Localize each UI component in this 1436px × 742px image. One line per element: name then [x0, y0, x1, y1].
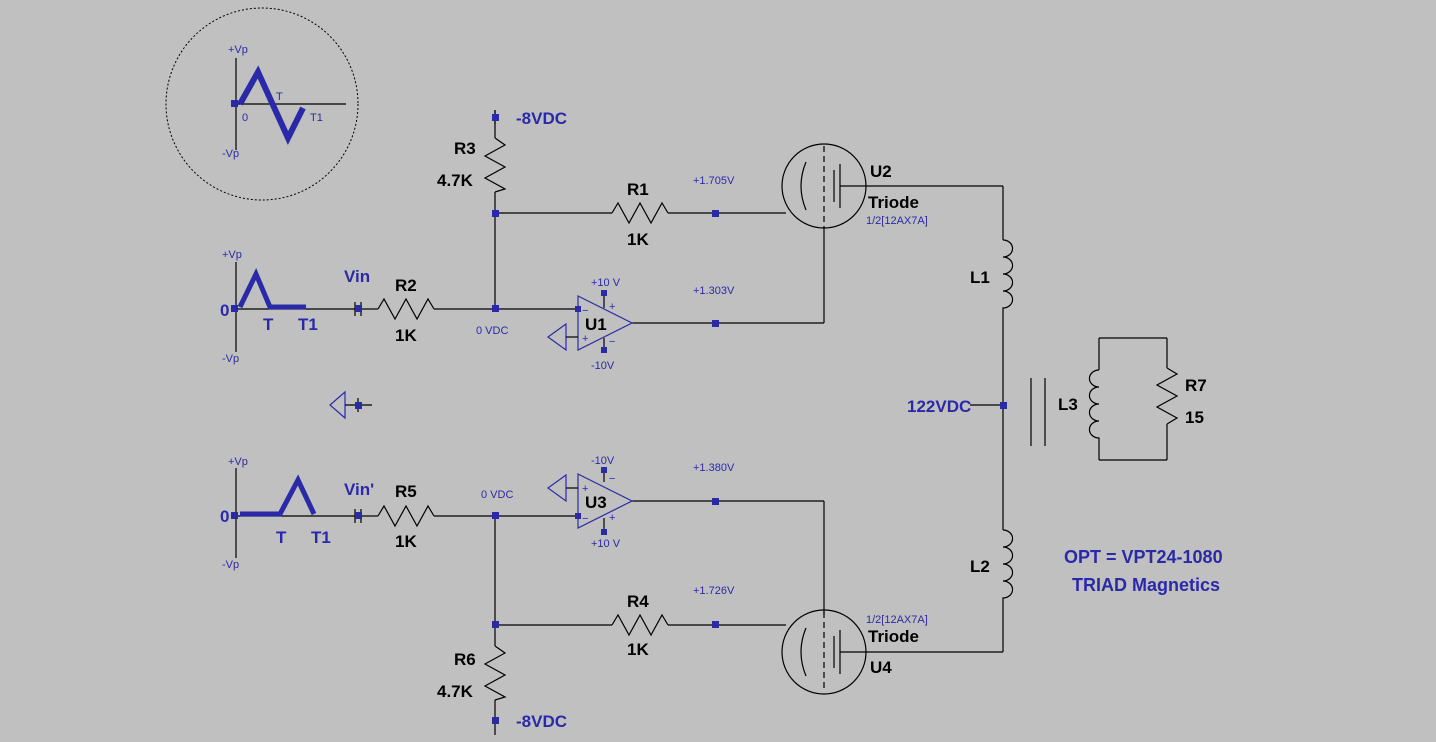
r2-name: R2	[395, 276, 417, 295]
voltage-probes: +1.705V +1.303V 0 VDC 0 VDC +1.380V +1.7…	[476, 175, 735, 597]
r4-name: R4	[627, 592, 649, 611]
junction-dots	[492, 210, 719, 628]
vin2-minus-label: -Vp	[222, 559, 239, 571]
r7-value: 15	[1185, 408, 1204, 427]
wires-top	[362, 110, 1004, 530]
u1-name: U1	[585, 315, 607, 334]
b-plus-label: 122VDC	[907, 397, 971, 416]
resistor-r6: R6 4.7K	[437, 645, 507, 701]
r3-name: R3	[454, 139, 476, 158]
u4-name: U4	[870, 658, 892, 677]
inductor-l1: L1	[970, 239, 1014, 310]
svg-text:+: +	[582, 483, 588, 495]
vin-zero-label: 0	[220, 301, 229, 320]
svg-text:+: +	[609, 512, 615, 524]
probe-u1-out: +1.303V	[693, 285, 735, 297]
u2-type: Triode	[868, 193, 919, 212]
u4-type: Triode	[868, 627, 919, 646]
resistor-r2: R2 1K	[377, 276, 435, 345]
l2-name: L2	[970, 557, 990, 576]
u1-vplus: +10 V	[591, 277, 621, 289]
net-label-vin: Vin	[344, 267, 370, 286]
vin2-zero-label: 0	[220, 507, 229, 526]
u3-name: U3	[585, 493, 607, 512]
input-ports: Vin Vin'	[329, 267, 374, 523]
vin-plus-label: +Vp	[222, 249, 242, 261]
resistor-r3: R3 4.7K	[437, 137, 507, 193]
triode-u4: 1/2[12AX7A] Triode U4	[781, 609, 928, 695]
r1-name: R1	[627, 180, 649, 199]
vin2-t-label: T	[276, 528, 287, 547]
net-label-vin-prime: Vin'	[344, 480, 374, 499]
r3-value: 4.7K	[437, 171, 474, 190]
probe-top-grid: +1.705V	[693, 175, 735, 187]
u2-name: U2	[870, 162, 892, 181]
svg-text:−: −	[582, 513, 588, 525]
r5-value: 1K	[395, 532, 417, 551]
r5-name: R5	[395, 482, 417, 501]
note-line-1: OPT = VPT24-1080	[1064, 547, 1223, 567]
probe-u3-in: 0 VDC	[481, 489, 513, 501]
ground-symbol-left	[329, 390, 372, 420]
supply-neg-bottom: -8VDC	[492, 712, 567, 731]
triode-u2: U2 Triode 1/2[12AX7A]	[781, 143, 928, 229]
r2-value: 1K	[395, 326, 417, 345]
svg-text:−: −	[582, 305, 588, 317]
r4-value: 1K	[627, 640, 649, 659]
resistor-r5: R5 1K	[377, 482, 435, 551]
sine-plus-label: +Vp	[228, 44, 248, 56]
supply-neg-top: -8VDC	[492, 109, 567, 128]
u1-vminus: -10V	[591, 360, 615, 372]
r6-name: R6	[454, 650, 476, 669]
r7-name: R7	[1185, 376, 1207, 395]
probe-u1-in: 0 VDC	[476, 325, 508, 337]
neg-supply-top-label: -8VDC	[516, 109, 567, 128]
r1-value: 1K	[627, 230, 649, 249]
resistor-r7: R7 15	[1155, 338, 1207, 460]
vin-t-label: T	[263, 315, 274, 334]
vin2-t1-label: T1	[311, 528, 331, 547]
r6-value: 4.7K	[437, 682, 474, 701]
inductor-l2: L2	[970, 529, 1014, 600]
svg-text:+: +	[609, 301, 615, 313]
note-line-2: TRIAD Magnetics	[1072, 575, 1220, 595]
vin-t1-label: T1	[298, 315, 318, 334]
resistor-r4: R4 1K	[611, 592, 669, 659]
probe-bottom-grid: +1.726V	[693, 585, 735, 597]
core-lines	[1030, 378, 1046, 446]
l3-name: L3	[1058, 395, 1078, 414]
sine-source-icon: +Vp -Vp 0 T T1	[165, 7, 359, 201]
u4-model: 1/2[12AX7A]	[866, 614, 928, 626]
u3-vplus: +10 V	[591, 538, 621, 550]
probe-u3-out: +1.380V	[693, 462, 735, 474]
sine-t1-label: T1	[310, 112, 323, 124]
opamp-u3: − + + − U3 -10V +10 V	[546, 455, 634, 550]
sine-zero-label: 0	[242, 112, 248, 124]
sine-minus-label: -Vp	[222, 148, 239, 160]
sine-t-label: T	[276, 91, 283, 103]
resistor-r1: R1 1K	[611, 180, 669, 249]
u3-vminus: -10V	[591, 455, 615, 467]
svg-text:−: −	[609, 336, 615, 348]
supply-b-plus: 122VDC	[907, 397, 1007, 416]
vin2-plus-label: +Vp	[228, 456, 248, 468]
pulse-source-vin: +Vp -Vp 0 T T1	[220, 249, 358, 365]
u2-model: 1/2[12AX7A]	[866, 215, 928, 227]
opamp-u1: + − − + U1 +10 V -10V	[546, 277, 634, 372]
vin-minus-label: -Vp	[222, 353, 239, 365]
l1-name: L1	[970, 268, 990, 287]
pulse-source-vin-prime: +Vp -Vp 0 T T1	[220, 456, 358, 571]
neg-supply-bottom-label: -8VDC	[516, 712, 567, 731]
transformer-note: OPT = VPT24-1080 TRIAD Magnetics	[1064, 547, 1223, 595]
inductor-l3: L3	[1058, 337, 1167, 461]
svg-text:+: +	[582, 333, 588, 345]
svg-text:−: −	[609, 473, 615, 485]
